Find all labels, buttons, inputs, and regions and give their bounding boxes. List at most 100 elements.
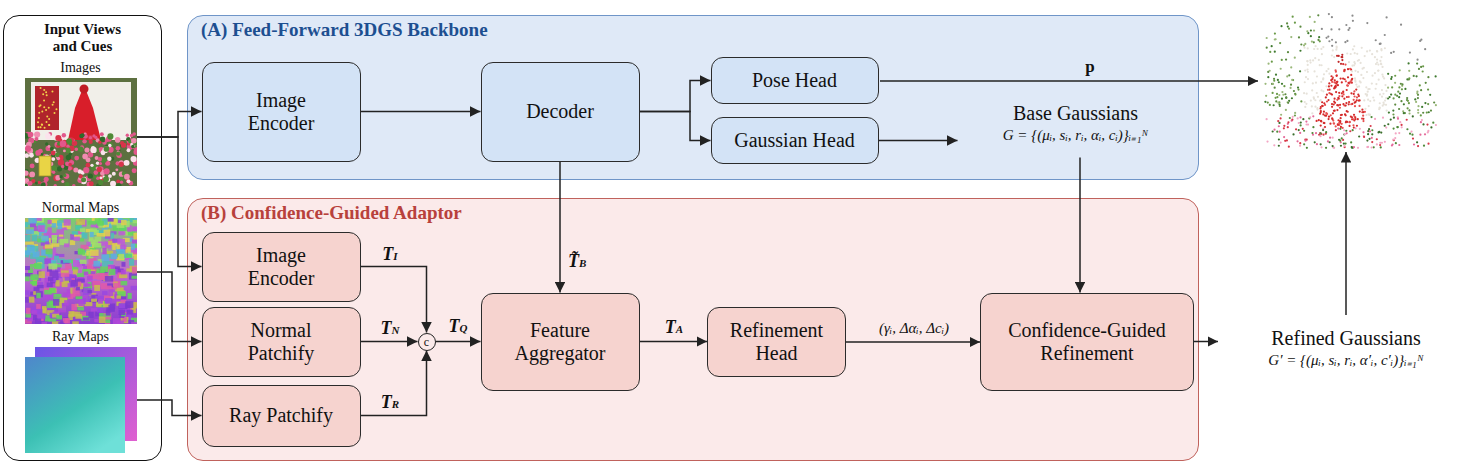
cloud-point bbox=[1392, 113, 1394, 115]
cloud-point bbox=[1274, 87, 1276, 89]
photo-dot bbox=[45, 121, 47, 123]
cloud-point bbox=[1320, 106, 1322, 108]
photo-flower bbox=[107, 156, 111, 160]
cloud-point bbox=[1415, 101, 1417, 103]
photo-flower bbox=[74, 155, 79, 160]
cloud-point bbox=[1388, 96, 1390, 98]
cloud-point bbox=[1435, 104, 1437, 106]
normal-patch bbox=[54, 255, 59, 259]
cloud-point bbox=[1359, 62, 1361, 64]
cloud-point bbox=[1399, 121, 1401, 123]
cloud-point bbox=[1303, 130, 1305, 132]
cloud-point bbox=[1350, 80, 1352, 82]
cloud-point bbox=[1283, 85, 1285, 87]
cloud-point bbox=[1404, 112, 1406, 114]
box-label: Image Encoder bbox=[221, 89, 341, 135]
cloud-point bbox=[1336, 99, 1338, 101]
cloud-point bbox=[1352, 147, 1354, 149]
cloud-point bbox=[1350, 115, 1352, 117]
cloud-point bbox=[1310, 29, 1312, 31]
cloud-point bbox=[1336, 104, 1338, 106]
cloud-point bbox=[1354, 101, 1356, 103]
cloud-point bbox=[1413, 143, 1415, 145]
cloud-point bbox=[1371, 82, 1373, 84]
photo-flower bbox=[59, 174, 62, 177]
cloud-point bbox=[1366, 71, 1368, 73]
cloud-point bbox=[1299, 145, 1301, 147]
cloud-point bbox=[1325, 115, 1327, 117]
cloud-point bbox=[1337, 61, 1339, 63]
cloud-point bbox=[1289, 87, 1291, 89]
normal-patch bbox=[77, 307, 84, 310]
normal-patch bbox=[133, 232, 137, 239]
cloud-point bbox=[1278, 94, 1280, 96]
cloud-point bbox=[1325, 85, 1327, 87]
cloud-point bbox=[1266, 140, 1268, 142]
cloud-point bbox=[1323, 111, 1325, 113]
normal-patch bbox=[63, 259, 71, 262]
photo-flower bbox=[85, 162, 90, 167]
photo-flower bbox=[85, 157, 90, 162]
cloud-point bbox=[1328, 92, 1330, 94]
photo-dot bbox=[37, 126, 39, 128]
cloud-point bbox=[1380, 63, 1382, 65]
normal-patch bbox=[63, 219, 70, 225]
cloud-point bbox=[1353, 114, 1355, 116]
cloud-point bbox=[1353, 118, 1355, 120]
cloud-point bbox=[1416, 92, 1418, 94]
cloud-point bbox=[1368, 114, 1370, 116]
photo-flower bbox=[84, 147, 89, 152]
cloud-point bbox=[1302, 128, 1304, 130]
cloud-point bbox=[1353, 119, 1355, 121]
edge-label: TR bbox=[381, 392, 399, 414]
cloud-point bbox=[1377, 131, 1379, 133]
cloud-point bbox=[1393, 139, 1395, 141]
cloud-point bbox=[1283, 127, 1285, 129]
cloud-point bbox=[1345, 80, 1347, 82]
photo-flower bbox=[66, 138, 72, 144]
box-label: Ray Patchify bbox=[229, 404, 333, 427]
normal-patch bbox=[79, 238, 83, 241]
cloud-point bbox=[1330, 93, 1332, 95]
cloud-point bbox=[1383, 103, 1385, 105]
cloud-point bbox=[1327, 140, 1329, 142]
cloud-point bbox=[1294, 22, 1296, 24]
photo-dot bbox=[48, 124, 50, 126]
cloud-point bbox=[1354, 116, 1356, 118]
cloud-point bbox=[1328, 40, 1330, 42]
photo-flower bbox=[108, 143, 112, 147]
photo-flower bbox=[59, 140, 65, 146]
cloud-point bbox=[1422, 70, 1424, 72]
cloud-point bbox=[1288, 74, 1290, 76]
cloud-point bbox=[1407, 62, 1409, 64]
cloud-point bbox=[1319, 64, 1321, 66]
cloud-point bbox=[1343, 98, 1345, 100]
cloud-point bbox=[1344, 146, 1346, 148]
normal-patch bbox=[90, 308, 96, 311]
cloud-point bbox=[1435, 75, 1437, 77]
normal-patch bbox=[118, 231, 125, 235]
cloud-point bbox=[1339, 120, 1341, 122]
photo-flower bbox=[118, 161, 123, 166]
cloud-point bbox=[1278, 145, 1280, 147]
cloud-point bbox=[1412, 137, 1414, 139]
cloud-point bbox=[1371, 137, 1373, 139]
cloud-point bbox=[1339, 128, 1341, 130]
cloud-point bbox=[1366, 146, 1368, 148]
cloud-point bbox=[1306, 60, 1308, 62]
cloud-point bbox=[1349, 130, 1351, 132]
cloud-point bbox=[1344, 78, 1346, 80]
cloud-point bbox=[1401, 83, 1403, 85]
cloud-point bbox=[1348, 121, 1350, 123]
normal-patch bbox=[47, 219, 51, 223]
cloud-point bbox=[1314, 99, 1316, 101]
cloud-point bbox=[1408, 102, 1410, 104]
cloud-point bbox=[1342, 103, 1344, 105]
cloud-point bbox=[1278, 138, 1280, 140]
cloud-point bbox=[1335, 86, 1337, 88]
connectors bbox=[137, 81, 1219, 416]
cloud-point bbox=[1291, 119, 1293, 121]
cloud-point bbox=[1287, 26, 1289, 28]
cloud-point bbox=[1331, 93, 1333, 95]
photo-dot bbox=[41, 123, 43, 125]
